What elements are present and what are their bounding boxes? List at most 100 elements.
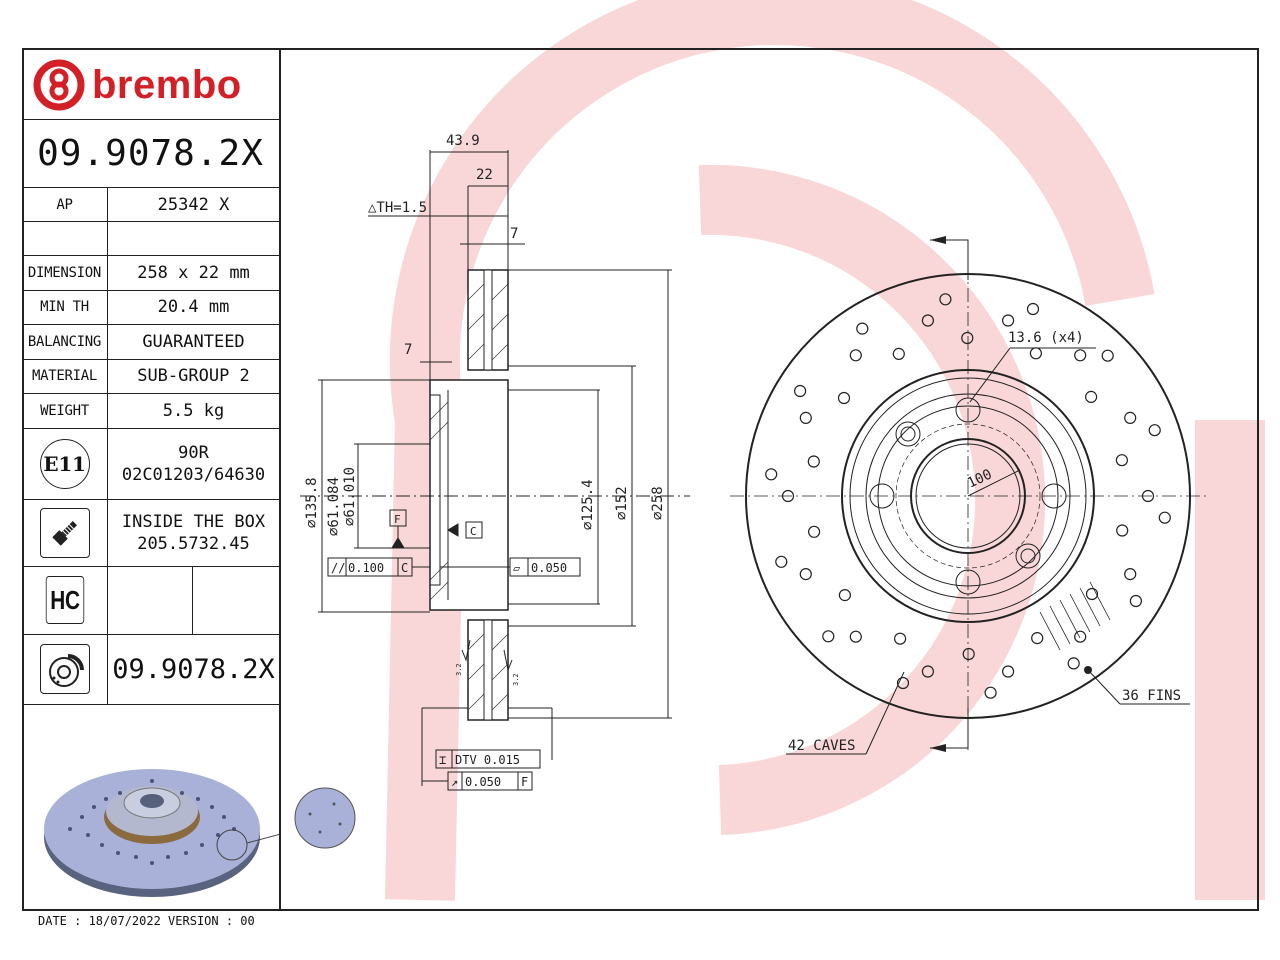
disc-3d-render (22, 705, 293, 910)
box-line1: INSIDE THE BOX (121, 511, 266, 532)
drilled-hole (799, 411, 812, 424)
dia-61a: ⌀61.084 (326, 477, 342, 536)
ap-value: 25342 X (157, 194, 230, 215)
caves-label: 42 CAVES (788, 738, 855, 754)
drilled-hole (984, 686, 997, 699)
dia-152: ⌀152 (614, 486, 630, 520)
dia-125: ⌀125.4 (580, 479, 596, 530)
pcd-label: 100 (965, 466, 995, 491)
drilled-hole (1074, 630, 1087, 643)
spec-value: 20.4 mm (157, 297, 230, 318)
band-dim: 7 (510, 226, 518, 242)
drilled-hole (893, 632, 907, 645)
drilled-hole (765, 468, 778, 481)
drilled-hole (1115, 454, 1129, 467)
drilled-hole (1141, 489, 1155, 503)
disc-icon (39, 644, 90, 694)
screw-cell (22, 499, 108, 566)
flatness-symbol: ▱ (513, 561, 521, 575)
drilled-hole (793, 384, 807, 398)
drilled-hole (781, 489, 795, 503)
e11-badge: E11 (39, 438, 90, 489)
surface-finish-1: 3.2 (455, 663, 463, 676)
spec-row-balancing: BALANCING GUARANTEED (22, 325, 279, 360)
drilled-hole (892, 347, 905, 360)
spec-value: 5.5 kg (162, 400, 225, 421)
box-row: INSIDE THE BOX 205.5732.45 (22, 499, 279, 567)
width-dim: 43.9 (446, 133, 480, 149)
drilled-hole (1084, 390, 1098, 403)
brembo-logo-icon (33, 59, 85, 111)
surface-finish-2: 3.2 (512, 673, 520, 686)
spec-row-weight: WEIGHT 5.5 kg (22, 394, 279, 429)
spec-row-material: MATERIAL SUB-GROUP 2 (22, 359, 279, 394)
drilled-hole (775, 555, 788, 568)
hc-cell: HC (22, 566, 108, 634)
drilled-hole (1158, 511, 1171, 524)
drilled-hole (939, 293, 952, 306)
parallel-symbol: // (331, 561, 345, 575)
dia-258: ⌀258 (650, 486, 666, 520)
dtv-label: DTV 0.015 (455, 753, 520, 767)
datum-f: F (394, 513, 401, 526)
drilled-hole (1116, 524, 1129, 537)
parallel-tol: 0.100 (348, 561, 384, 575)
logo-row: brembo (22, 48, 279, 120)
spec-label: WEIGHT (22, 394, 108, 428)
drilled-hole (1148, 424, 1161, 437)
screw-icon (39, 507, 90, 558)
drilled-hole (1124, 411, 1137, 424)
flatness-tol: 0.050 (531, 561, 567, 575)
spec-label: BALANCING (22, 325, 108, 359)
runout-ref: F (521, 775, 528, 789)
drilled-hole (1129, 594, 1143, 608)
spec-value: GUARANTEED (142, 331, 245, 352)
drawing-frame (22, 48, 1259, 911)
homologation-code: 90R (178, 442, 209, 463)
runout-tol: 0.050 (465, 775, 501, 789)
ap-row: AP 25342 X (22, 188, 279, 222)
drilled-hole (1085, 587, 1099, 601)
spec-row-dimension: DIMENSION 258 x 22 mm (22, 256, 279, 291)
fins-label: 36 FINS (1122, 688, 1181, 704)
homologation-text: 90R 02C01203/64630 (108, 429, 279, 499)
homologation-row: E11 90R 02C01203/64630 (22, 428, 279, 500)
footer-date-version: DATE : 18/07/2022 VERSION : 00 (38, 914, 255, 928)
box-line2: 205.5732.45 (137, 533, 250, 554)
disc-row: 09.9078.2X (22, 634, 279, 705)
drilled-hole (838, 588, 852, 602)
bolt-hole-label: 13.6 (x4) (1008, 330, 1084, 346)
drilled-hole (921, 665, 935, 678)
dia-61b: ⌀61.010 (342, 467, 358, 526)
spec-row-min-th: MIN TH 20.4 mm (22, 290, 279, 325)
box-contents: INSIDE THE BOX 205.5732.45 (108, 500, 279, 566)
drilled-hole (849, 349, 862, 362)
homologation-number: 02C01203/64630 (121, 464, 266, 485)
drilled-hole (822, 630, 835, 643)
drilled-hole (807, 525, 821, 538)
drilled-hole (849, 630, 862, 643)
dtv-symbol: ⌶ (439, 753, 446, 767)
ap-label: AP (22, 188, 108, 221)
drilled-hole (1124, 567, 1137, 581)
drilled-hole (1074, 349, 1087, 362)
empty-label (22, 222, 108, 255)
hc-badge: HC (45, 576, 84, 624)
hc-row: HC (22, 566, 279, 635)
drilled-hole (1101, 349, 1114, 362)
drilled-hole (807, 455, 820, 468)
spec-value: SUB-GROUP 2 (137, 366, 250, 387)
drilled-hole (1029, 347, 1043, 360)
title-block: brembo 09.9078.2X AP 25342 X DIMENSION 2… (22, 48, 293, 911)
bottom-part-number: 09.9078.2X (112, 653, 275, 685)
e11-cell: E11 (22, 428, 108, 499)
drilled-hole (962, 647, 975, 661)
drilled-hole (799, 567, 812, 581)
drilled-hole (1001, 314, 1015, 327)
datum-c: C (470, 525, 477, 538)
empty-row (22, 222, 279, 256)
drilled-hole (896, 676, 910, 690)
spec-label: MATERIAL (22, 359, 108, 393)
